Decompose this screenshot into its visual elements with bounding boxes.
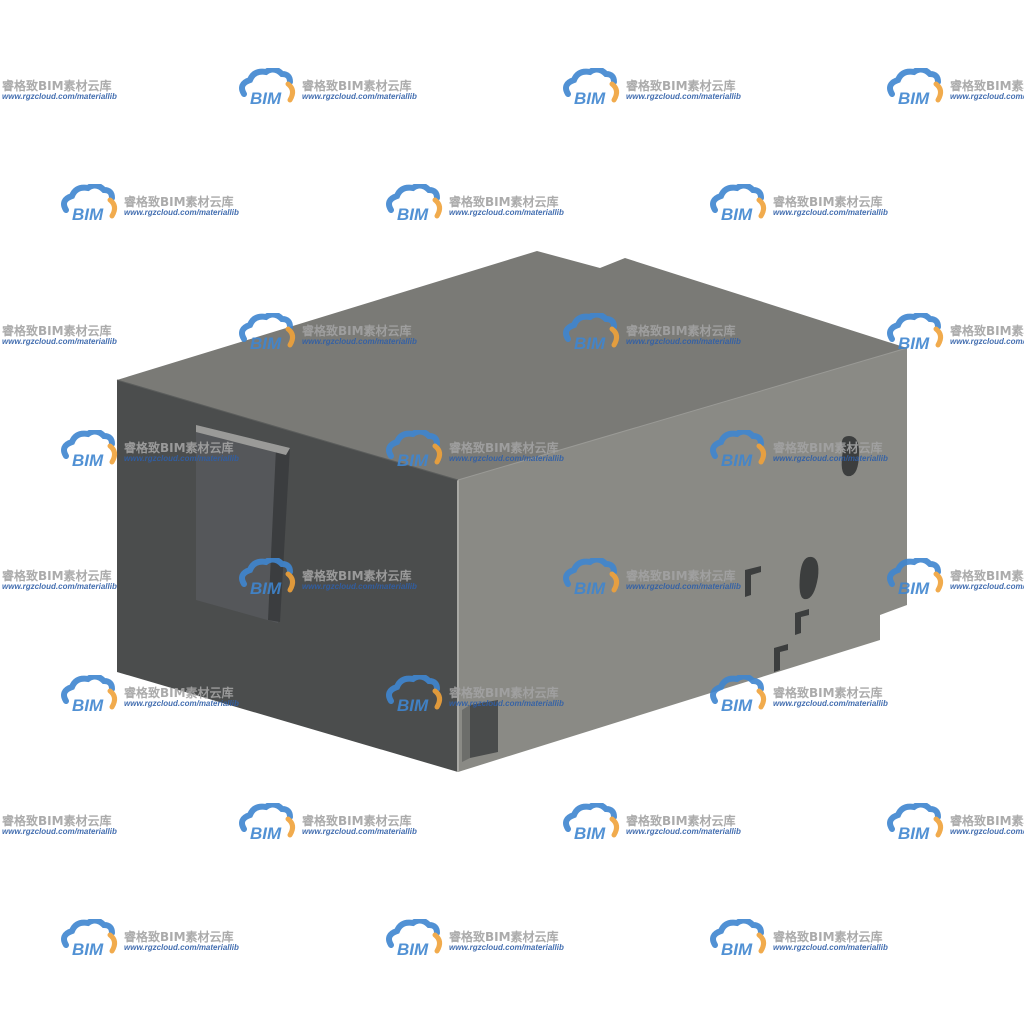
box-top-face <box>117 251 907 480</box>
front-tab-2 <box>795 609 809 635</box>
left-latch-highlight <box>196 425 290 455</box>
box-top-edge-right <box>457 347 908 481</box>
box-top-edge <box>116 379 459 481</box>
front-bottom-notch <box>470 700 498 758</box>
front-hole-top <box>841 436 859 477</box>
box-front-face <box>458 348 907 772</box>
front-tab-3 <box>774 644 788 672</box>
front-bottom-notch-shade <box>462 705 470 762</box>
front-hole-mid <box>799 556 819 600</box>
front-tab-1 <box>745 566 761 597</box>
